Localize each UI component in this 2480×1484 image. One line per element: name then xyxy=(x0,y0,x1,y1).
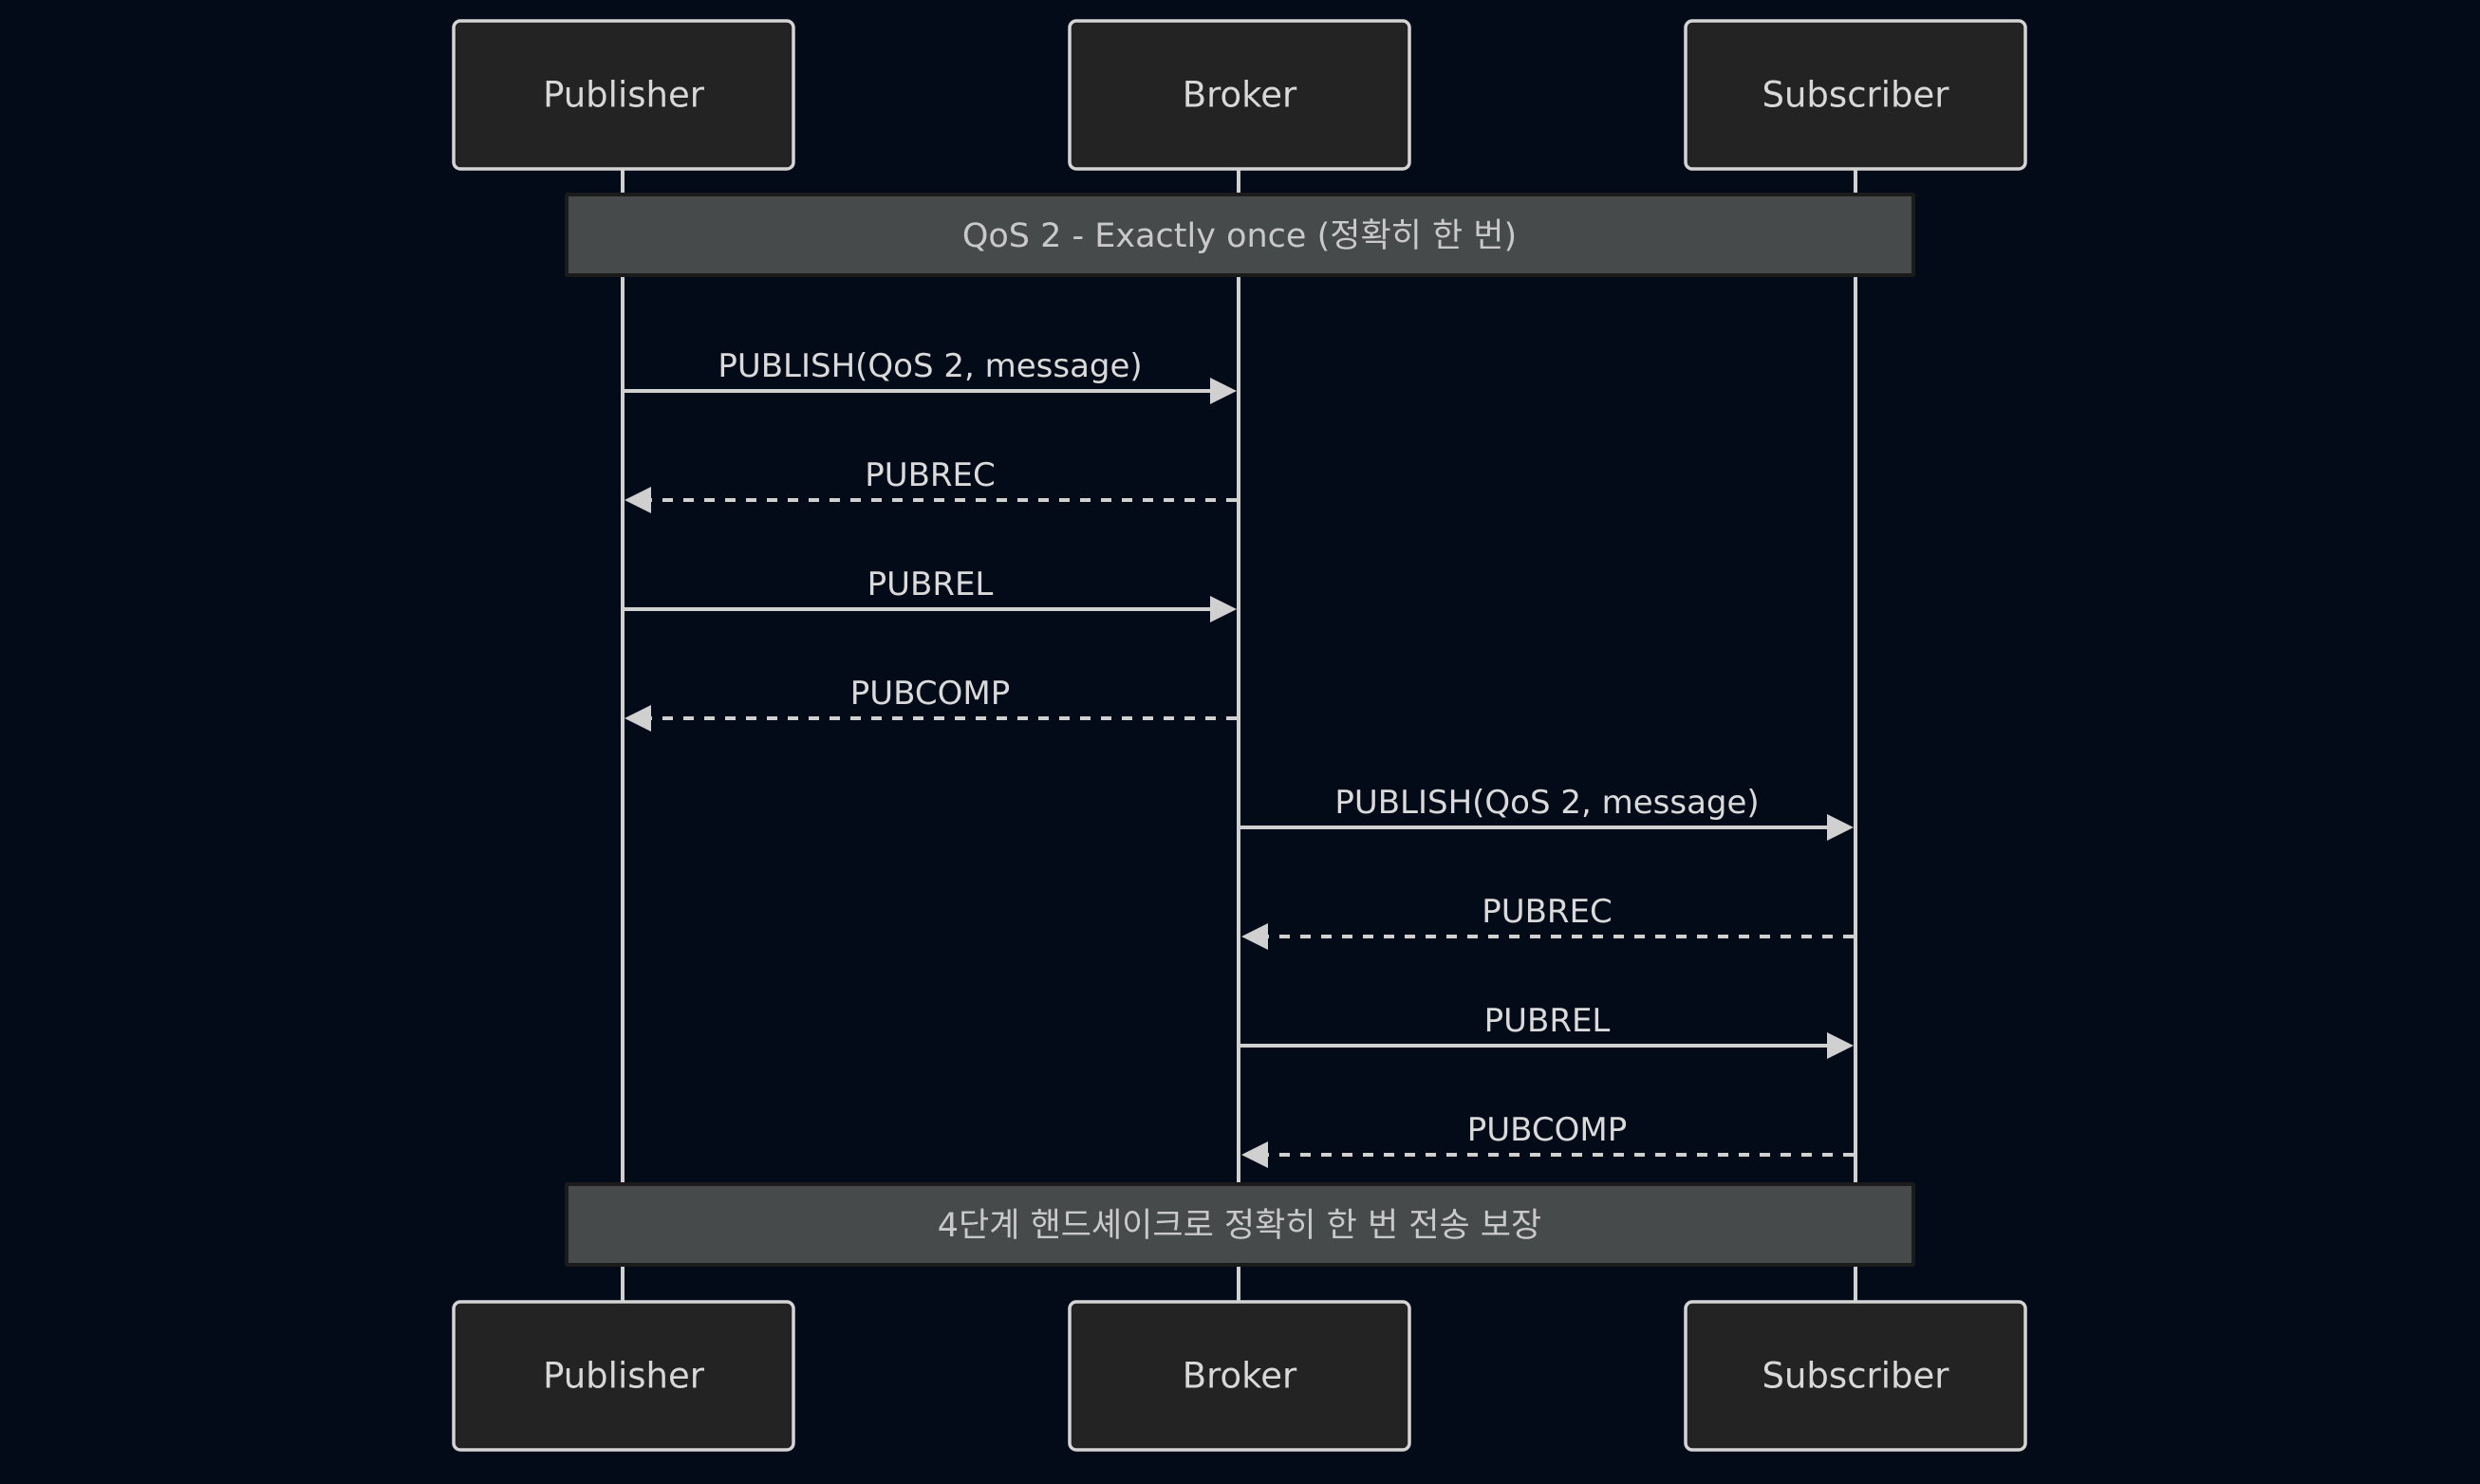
actor-box-subscriber-bottom[interactable]: Subscriber xyxy=(1684,1300,2027,1452)
arrowhead-right-icon-m7 xyxy=(1827,1032,1854,1059)
actor-box-subscriber-bottom-rect[interactable] xyxy=(1684,1300,2027,1452)
message-pubrec-broker-to-pub: PUBREC xyxy=(625,456,1237,513)
message-pubrel-pub-to-broker: PUBREL xyxy=(625,566,1237,622)
arrowhead-left-icon-m6 xyxy=(1241,923,1268,950)
banner-summary-rect xyxy=(565,1182,1915,1267)
arrowhead-left-icon-m4 xyxy=(625,705,651,732)
arrowhead-left-icon-m8 xyxy=(1241,1141,1268,1168)
banner-summary-label: 4단계 핸드셰이크로 정확히 한 번 전송 보장 xyxy=(938,1207,1541,1245)
actor-box-publisher-bottom[interactable]: Publisher xyxy=(452,1300,795,1452)
arrowhead-right-icon-m3 xyxy=(1210,596,1237,622)
lifelines-group xyxy=(621,169,1857,1302)
arrowhead-right-icon-m5 xyxy=(1827,814,1854,841)
message-pubrec-sub-to-broker: PUBREC xyxy=(1241,893,1854,950)
actor-box-broker-top-rect[interactable] xyxy=(1068,19,1411,171)
message-label-m5: PUBLISH(QoS 2, message) xyxy=(1334,784,1759,822)
message-pubcomp-sub-to-broker: PUBCOMP xyxy=(1241,1111,1854,1168)
banner-qos-rect xyxy=(565,193,1915,277)
actor-box-broker-bottom-rect[interactable] xyxy=(1068,1300,1411,1452)
banner-summary: 4단계 핸드셰이크로 정확히 한 번 전송 보장 xyxy=(565,1182,1915,1267)
actor-label-broker-bottom: Broker xyxy=(1183,1356,1297,1397)
message-label-m7: PUBREL xyxy=(1484,1002,1611,1040)
message-label-m1: PUBLISH(QoS 2, message) xyxy=(718,347,1142,385)
actor-box-broker-bottom[interactable]: Broker xyxy=(1068,1300,1411,1452)
actor-box-publisher-top[interactable]: Publisher xyxy=(452,19,795,171)
message-pubrel-broker-to-sub: PUBREL xyxy=(1240,1002,1854,1059)
actor-box-publisher-bottom-rect[interactable] xyxy=(452,1300,795,1452)
message-label-m3: PUBREL xyxy=(867,566,994,603)
actor-label-broker-top: Broker xyxy=(1183,75,1297,116)
banner-qos-label: QoS 2 - Exactly once (정확히 한 번) xyxy=(962,217,1517,255)
message-pubcomp-broker-to-pub: PUBCOMP xyxy=(625,675,1237,732)
message-label-m8: PUBCOMP xyxy=(1467,1111,1627,1149)
banner-qos: QoS 2 - Exactly once (정확히 한 번) xyxy=(565,193,1915,277)
actor-box-publisher-top-rect[interactable] xyxy=(452,19,795,171)
arrowhead-left-icon-m2 xyxy=(625,487,651,513)
actor-box-subscriber-top-rect[interactable] xyxy=(1684,19,2027,171)
message-label-m4: PUBCOMP xyxy=(850,675,1010,713)
actor-label-publisher-top: Publisher xyxy=(543,75,705,116)
actor-label-subscriber-bottom: Subscriber xyxy=(1762,1356,1950,1397)
arrowhead-right-icon-m1 xyxy=(1210,378,1237,404)
actor-label-subscriber-top: Subscriber xyxy=(1762,75,1950,116)
actor-box-broker-top[interactable]: Broker xyxy=(1068,19,1411,171)
message-publish-broker-to-sub: PUBLISH(QoS 2, message) xyxy=(1240,784,1854,841)
message-label-m6: PUBREC xyxy=(1482,893,1613,931)
actor-box-subscriber-top[interactable]: Subscriber xyxy=(1684,19,2027,171)
message-publish-pub-to-broker: PUBLISH(QoS 2, message) xyxy=(625,347,1237,404)
message-label-m2: PUBREC xyxy=(865,456,996,494)
actor-label-publisher-bottom: Publisher xyxy=(543,1356,705,1397)
